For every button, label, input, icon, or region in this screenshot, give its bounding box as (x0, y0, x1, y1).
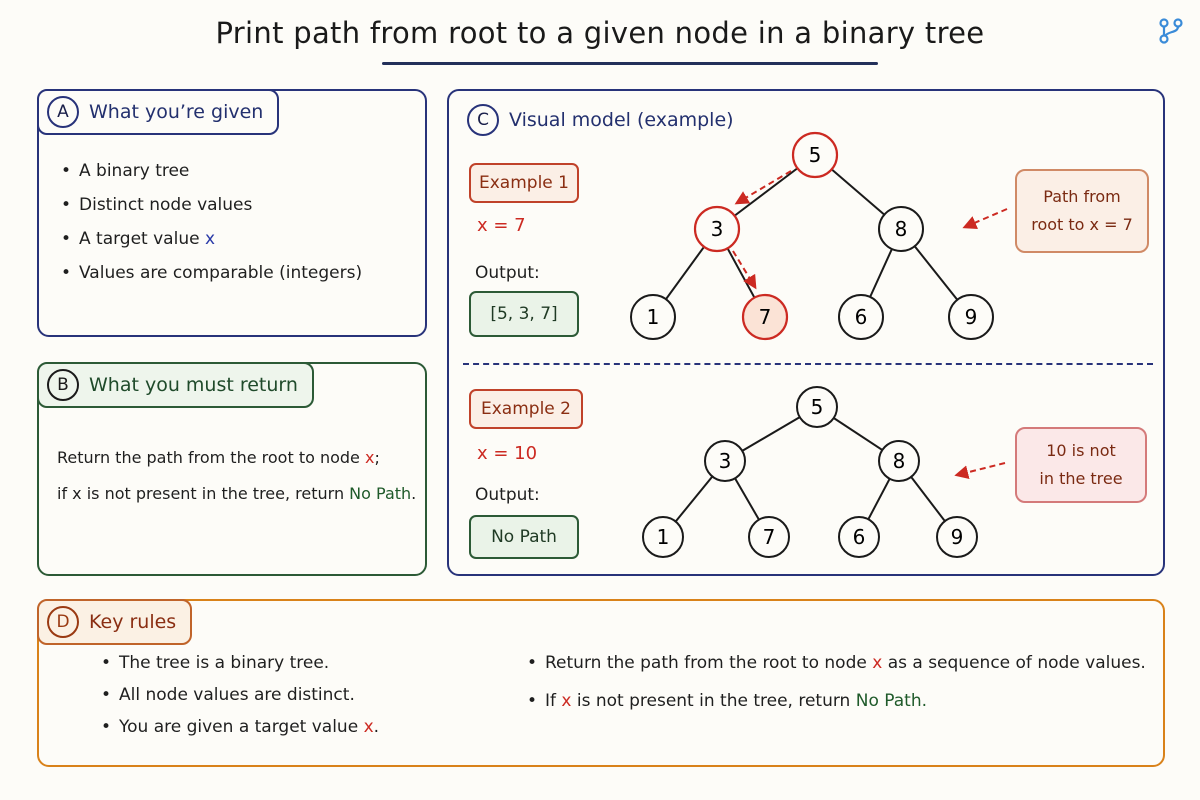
svg-text:6: 6 (855, 305, 868, 329)
panel-given-header: A What you’re given (37, 89, 280, 135)
badge-a: A (47, 96, 79, 128)
example-1-callout: Path from root to x = 7 (1015, 169, 1149, 253)
panel-given: A What you’re given A binary tree Distin… (37, 89, 427, 337)
badge-d: D (47, 606, 79, 638)
example-1-output-label: Output: (475, 263, 540, 283)
path-arrow (734, 170, 792, 205)
panel-key-rules: D Key rules The tree is a binary tree. A… (37, 599, 1165, 767)
list-item: Values are comparable (integers) (57, 263, 362, 283)
tree-node: 9 (936, 516, 978, 558)
example-2-output-label: Output: (475, 485, 540, 505)
tree-node: 5 (796, 386, 838, 428)
tree-node: 3 (704, 440, 746, 482)
panel-return-title: What you must return (89, 374, 298, 396)
svg-text:6: 6 (853, 525, 866, 549)
list-item: A target value x (57, 229, 362, 249)
rules-list-right: Return the path from the root to node x … (523, 653, 1146, 729)
svg-text:1: 1 (657, 525, 670, 549)
svg-text:7: 7 (759, 305, 772, 329)
panel-rules-title: Key rules (89, 611, 177, 633)
given-list: A binary tree Distinct node values A tar… (57, 161, 362, 297)
panel-visual-model: C Visual model (example) Example 1 x = 7… (447, 89, 1165, 576)
title-underline (382, 62, 878, 65)
tree-node: 3 (693, 205, 741, 253)
example-2-target: x = 10 (477, 443, 538, 464)
tree-node: 7 (748, 516, 790, 558)
list-item: You are given a target value x. (97, 717, 379, 737)
page-title: Print path from root to a given node in … (215, 16, 985, 50)
panel-visual-header: C Visual model (example) (463, 97, 750, 143)
list-item: Distinct node values (57, 195, 362, 215)
example-2-output: No Path (469, 515, 579, 559)
svg-text:8: 8 (893, 449, 906, 473)
svg-text:7: 7 (763, 525, 776, 549)
example-separator (463, 363, 1153, 365)
list-item: If x is not present in the tree, return … (523, 691, 1146, 711)
example-1-output: [5, 3, 7] (469, 291, 579, 337)
svg-text:3: 3 (711, 217, 724, 241)
callout-arrow (954, 462, 1006, 480)
panel-rules-header: D Key rules (37, 599, 193, 645)
tree-node: 8 (878, 206, 924, 252)
badge-c: C (467, 104, 499, 136)
return-description: Return the path from the root to node x;… (57, 448, 417, 503)
svg-text:5: 5 (811, 395, 824, 419)
svg-text:8: 8 (895, 217, 908, 241)
svg-text:3: 3 (719, 449, 732, 473)
tree-node: 1 (642, 516, 684, 558)
callout-arrow (962, 208, 1008, 230)
panel-return: B What you must return Return the path f… (37, 362, 427, 576)
list-item: Return the path from the root to node x … (523, 653, 1146, 673)
panel-return-header: B What you must return (37, 362, 314, 408)
example-1-label: Example 1 (469, 163, 579, 203)
example-2-callout: 10 is not in the tree (1015, 427, 1147, 503)
panel-given-title: What you’re given (89, 101, 264, 123)
panel-visual-title: Visual model (example) (509, 109, 734, 131)
tree-diagrams: 5 3 8 1 7 6 9 (630, 131, 1008, 558)
badge-b: B (47, 369, 79, 401)
example-1-target: x = 7 (477, 215, 526, 236)
tree-node: 6 (838, 516, 880, 558)
list-item: All node values are distinct. (97, 685, 379, 705)
tree-node-target: 7 (741, 293, 789, 341)
tree-node: 6 (838, 294, 884, 340)
svg-text:5: 5 (809, 143, 822, 167)
tree-node: 1 (630, 294, 676, 340)
svg-text:9: 9 (965, 305, 978, 329)
path-arrow (732, 250, 757, 290)
example-2-label: Example 2 (469, 389, 583, 429)
rules-list-left: The tree is a binary tree. All node valu… (97, 653, 379, 749)
svg-text:1: 1 (647, 305, 660, 329)
tree-node: 5 (791, 131, 839, 179)
git-branch-icon (1159, 18, 1183, 44)
list-item: The tree is a binary tree. (97, 653, 379, 673)
svg-text:9: 9 (951, 525, 964, 549)
list-item: A binary tree (57, 161, 362, 181)
tree-node: 9 (948, 294, 994, 340)
tree-node: 8 (878, 440, 920, 482)
